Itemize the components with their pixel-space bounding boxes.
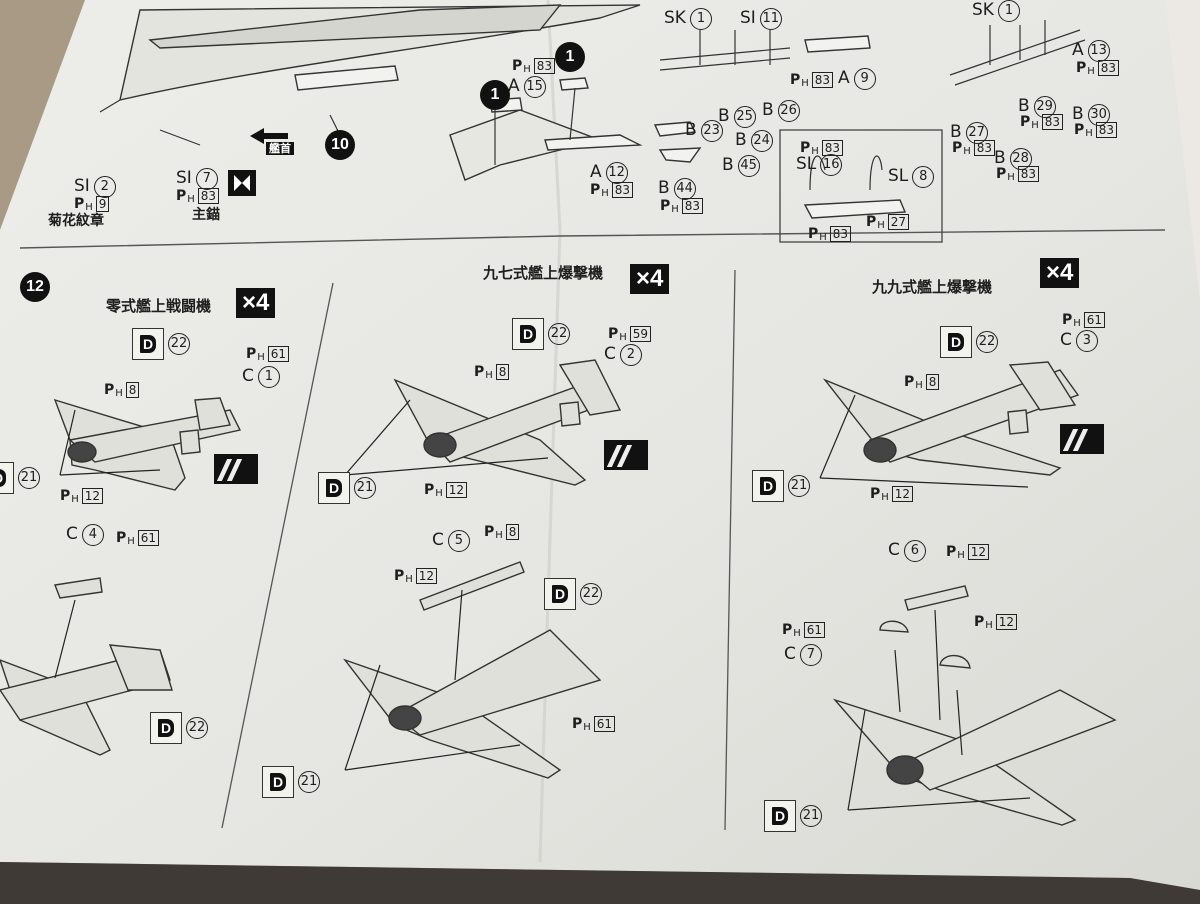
panel-1-qty-badge: ×4 — [236, 288, 276, 318]
panel-1-decal-21: D21 — [0, 462, 40, 494]
bow-direction-arrow-icon — [250, 128, 290, 144]
panel-2-qty-badge: ×4 — [630, 264, 670, 294]
panel-1-rising-sun-flag-icon — [214, 454, 258, 484]
panel-2-rising-sun-flag-icon — [604, 440, 648, 470]
panel-3-rising-sun-flag-icon — [1060, 424, 1104, 454]
label-bow: 艦首 — [266, 142, 294, 155]
step-1-marker-right: 1 — [555, 42, 585, 72]
step-12-marker: 12 — [20, 272, 50, 302]
panel-1-title: 零式艦上戦闘機 — [106, 297, 212, 315]
panel-3-title: 九九式艦上爆撃機 — [872, 278, 993, 296]
step-1-marker-left: 1 — [480, 80, 510, 110]
step-10-marker: 10 — [325, 130, 355, 160]
label-main-anchor: 主錨 — [192, 207, 220, 223]
panel-3-qty-badge: ×4 — [1040, 258, 1080, 288]
bowtie-icon — [228, 170, 256, 196]
panel-2-title: 九七式艦上爆撃機 — [483, 264, 604, 282]
label-chrysanthemum-crest: 菊花紋章 — [48, 213, 104, 229]
